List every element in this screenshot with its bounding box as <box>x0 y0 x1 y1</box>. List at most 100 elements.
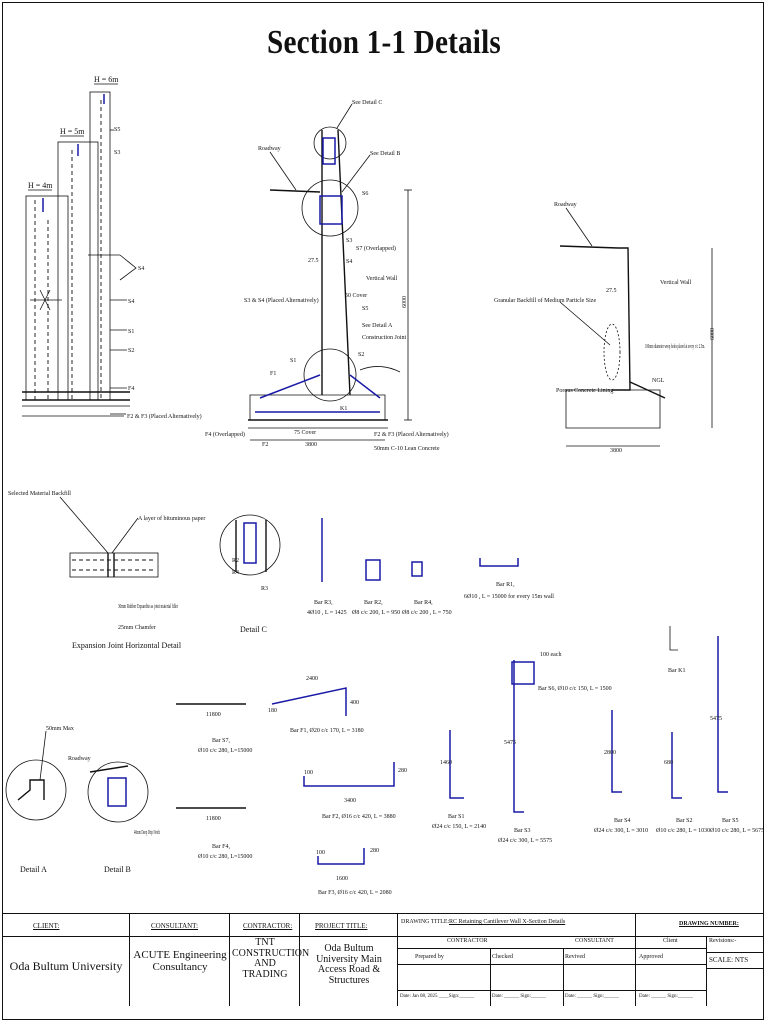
label-s5: S5 <box>114 127 120 133</box>
dim-f4: 11800 <box>206 816 221 822</box>
main-wall-section: 6000 3800 See Detail C See Detail B Road… <box>205 100 449 452</box>
bar-schedule-s: 1460 Bar S1 Ø24 c/c 150, L = 2140 5475 1… <box>432 626 764 844</box>
bar-r3-spec: 4Ø10 , L = 1425 <box>307 610 347 616</box>
bar-r1-spec: 6Ø10 , L = 15000 for every 15m wall <box>464 593 554 600</box>
bar-s4-spec: Ø24 c/c 300, L = 3010 <box>594 828 648 834</box>
scale-label: SCALE: NTS <box>709 956 749 964</box>
detail-b-title: Detail B <box>104 865 131 874</box>
bar-s7-name: Bar S7, <box>212 738 231 744</box>
contractor-col: CONTRACTOR <box>447 938 488 944</box>
label-f4-overlapped: F4 (Overlapped) <box>205 431 245 438</box>
dim-f2-100: 100 <box>304 770 313 776</box>
label-50mm-max: 50mm Max <box>46 726 74 732</box>
bar-r2-name: Bar R2, <box>364 600 383 606</box>
label-bituminous-paper: A layer of bituminous paper <box>138 515 205 522</box>
dim-s3-5475: 5475 <box>504 740 516 746</box>
drawing-title-header: DRAWING TITLE: <box>401 919 450 925</box>
page-title: Section 1-1 Details <box>267 24 501 61</box>
label-h5: H = 5m <box>60 127 85 136</box>
detail-a-title: Detail A <box>20 865 47 874</box>
bar-f2-f3: 100 3400 280 Bar F2, Ø16 c/c 420, L = 38… <box>303 762 407 896</box>
label-h4: H = 4m <box>28 181 53 190</box>
bar-s2-name: Bar S2 <box>676 818 693 824</box>
bar-r1-name: Bar R1, <box>496 582 515 588</box>
label-chamfer: 25mm Chamfer <box>118 624 156 631</box>
bar-f2-label: Bar F2, Ø16 c/c 420, L = 3880 <box>322 814 396 820</box>
dim-s2-680: 680 <box>664 760 673 766</box>
bar-s7-spec: Ø10 c/c 280, L=15000 <box>198 748 252 754</box>
label-vertical-wall-2: Vertical Wall <box>660 280 692 286</box>
date-sign-3: Date: ______ Sign:______ <box>565 994 619 999</box>
label-k1: K1 <box>340 406 347 412</box>
label-ngl: NGL <box>652 378 665 384</box>
bar-s5-name: Bar S5 <box>722 818 739 824</box>
label-f2-f3-main: F2 & F3 (Placed Alternatively) <box>374 431 449 438</box>
bar-s3-name: Bar S3 <box>514 828 531 834</box>
label-lean-concrete: 50mm C-10 Lean Concrete <box>374 446 440 452</box>
detail-a-b: 50mm Max Detail A Roadway 40mm Deep Drip… <box>5 726 160 874</box>
svg-text:3800: 3800 <box>305 442 317 448</box>
label-roadway: Roadway <box>258 146 281 152</box>
label-selected-backfill: Selected Material Backfill <box>8 490 71 497</box>
label-s3-main: S3 <box>346 238 352 244</box>
bar-schedule-r: Bar R3, 4Ø10 , L = 1425 Bar R2, Ø8 c/c 2… <box>307 518 554 616</box>
dim-f1-180: 180 <box>268 708 277 714</box>
bar-r4-name: Bar R4, <box>414 600 433 606</box>
label-weep-holes: 100mm diameter weep holes placed at ever… <box>645 344 705 350</box>
checked-label: Checked <box>492 954 513 960</box>
dim-f2-3400: 3400 <box>344 798 356 804</box>
bar-f4-name: Bar F4, <box>212 844 231 850</box>
consultant-col: CONSULTANT <box>575 938 614 944</box>
dim-f3-1600: 1600 <box>336 876 348 882</box>
revisions-label: Revisions:- <box>709 938 737 944</box>
label-50-cover: 50 Cover <box>345 293 367 299</box>
bar-f1-label: Bar F1, Ø20 c/c 170, L = 3180 <box>290 728 364 734</box>
bar-r2-spec: Ø8 c/c 200, L = 950 <box>352 610 400 616</box>
dim-s4-2800: 2800 <box>604 750 616 756</box>
bar-s5-spec: Ø10 c/c 280, L = 5675 <box>710 828 764 834</box>
label-f2: F2 <box>262 442 268 448</box>
label-r2: R2 <box>232 558 239 564</box>
wall-heights-elevation: H = 6m H = 5m H = 4m S5 S3 S4 S4 S1 S2 F… <box>22 75 202 420</box>
label-h6: H = 6m <box>94 75 119 84</box>
bar-f4-spec: Ø10 c/c 280, L=15000 <box>198 854 252 860</box>
bar-r3-name: Bar R3, <box>314 600 333 606</box>
bar-s3-spec: Ø24 c/c 300, L = 5575 <box>498 838 552 844</box>
label-porous-lining: Porous Concrete Lining <box>556 388 613 394</box>
detail-c-title: Detail C <box>240 625 267 634</box>
label-s2-main: S2 <box>358 352 364 358</box>
bar-f1: 2400 400 180 Bar F1, Ø20 c/c 170, L = 31… <box>268 676 364 734</box>
label-rubber-expandite: 30mm Rubber Expandite as joint material … <box>118 603 178 610</box>
svg-text:3800: 3800 <box>610 448 622 454</box>
label-s7-overlapped: S7 (Overlapped) <box>356 245 396 252</box>
dim-s1-1460: 1460 <box>440 760 452 766</box>
expansion-joint-title: Expansion Joint Horizontal Detail <box>72 641 182 650</box>
label-r3: R3 <box>261 586 268 592</box>
date-sign-4: Date: ______ Sign:______ <box>639 994 693 999</box>
drawing-number-header: DRAWING NUMBER: <box>679 921 739 927</box>
label-27-5: 27.5 <box>308 258 319 264</box>
approved-label: Approved <box>639 954 663 960</box>
label-see-detail-b: See Detail B <box>370 151 400 157</box>
label-see-detail-c: See Detail C <box>352 100 382 106</box>
dim-s5-5475: 5475 <box>710 716 722 722</box>
dim-f2-280: 280 <box>398 768 407 774</box>
label-s4-main: S4 <box>346 259 352 265</box>
label-roadway-2: Roadway <box>554 202 577 208</box>
detail-c: R2 R4 R3 Detail C <box>219 514 281 634</box>
label-75-cover: 75 Cover <box>294 430 316 436</box>
client-name: Oda Bultum University <box>9 959 123 973</box>
label-roadway-3: Roadway <box>68 756 91 762</box>
label-s5-main: S5 <box>362 306 368 312</box>
drawing-title: RC Retaining Cantilever Wall X-Section D… <box>449 919 566 925</box>
consultant-header: CONSULTANT: <box>151 922 199 930</box>
dim-f1-2400: 2400 <box>306 676 318 682</box>
label-construction-joint: Construction Joint <box>362 335 407 341</box>
drainage-section: 6000 3800 Roadway Vertical Wall Granular… <box>494 202 716 454</box>
label-see-detail-a: See Detail A <box>362 323 393 329</box>
bar-s1-name: Bar S1 <box>448 814 465 820</box>
label-r4: R4 <box>232 570 239 576</box>
label-s4-a: S4 <box>138 266 144 272</box>
svg-text:6000: 6000 <box>402 296 408 308</box>
